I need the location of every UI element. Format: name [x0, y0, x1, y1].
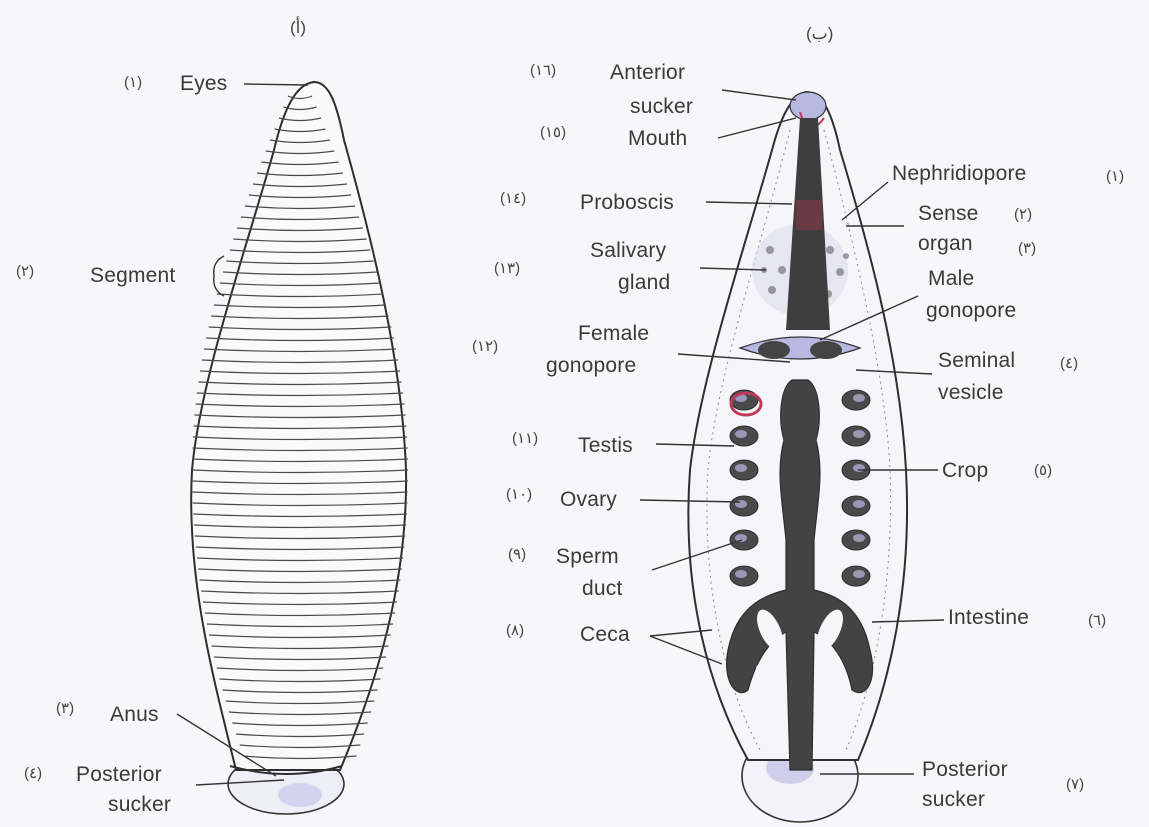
label-segment: Segment — [90, 264, 175, 287]
crop-pouch-highlight — [853, 570, 865, 578]
label-female-gonopore-1: Female — [578, 322, 649, 345]
label-posterior-sucker-right-1: Posterior — [922, 758, 1008, 781]
label-seminal-vesicle-2: vesicle — [938, 381, 1004, 404]
label-anterior-sucker-1: Anterior — [610, 61, 685, 84]
label-number-ceca: (٨) — [506, 622, 524, 640]
crop-pouch-highlight — [853, 464, 865, 472]
label-number-anterior-sucker: (١٦) — [530, 62, 556, 80]
label-proboscis: Proboscis — [580, 191, 674, 214]
label-posterior-sucker-left-1: Posterior — [76, 763, 162, 786]
crop-pouch-highlight — [853, 534, 865, 542]
crop-pouch-highlight — [853, 500, 865, 508]
label-salivary-gland-2: gland — [618, 271, 670, 294]
label-nephridiopore: Nephridiopore — [892, 162, 1027, 185]
label-number-ovary: (١٠) — [506, 486, 532, 504]
label-posterior-sucker-left-2: sucker — [108, 793, 171, 816]
label-anus: Anus — [110, 703, 159, 726]
label-number-proboscis: (١٤) — [500, 190, 526, 208]
label-anterior-sucker-2: sucker — [630, 95, 693, 118]
label-number-salivary-gland: (١٣) — [494, 260, 520, 278]
label-intestine: Intestine — [948, 606, 1029, 629]
crop-pouch-highlight — [735, 464, 747, 472]
label-male-gonopore-1: Male — [928, 267, 974, 290]
label-sperm-duct-2: duct — [582, 577, 623, 600]
label-sperm-duct-1: Sperm — [556, 545, 619, 568]
label-male-gonopore-2: gonopore — [926, 299, 1016, 322]
external-view — [177, 82, 408, 814]
label-testis: Testis — [578, 434, 633, 457]
crop-pouch-highlight — [735, 500, 747, 508]
label-number-posterior-sucker-left: (٤) — [24, 765, 42, 783]
label-number-mouth: (١٥) — [540, 124, 566, 142]
label-sense-organ-2: organ — [918, 232, 973, 255]
crop-pouch-highlight — [735, 570, 747, 578]
label-female-gonopore-2: gonopore — [546, 354, 636, 377]
label-ceca: Ceca — [580, 623, 630, 646]
label-number-female-gonopore: (١٢) — [472, 338, 498, 356]
label-number-testis: (١١) — [512, 430, 538, 448]
crop-pouch-highlight — [853, 430, 865, 438]
label-salivary-gland-1: Salivary — [590, 239, 666, 262]
label-crop: Crop — [942, 459, 988, 482]
label-number-sperm-duct: (٩) — [508, 546, 526, 564]
label-eyes: Eyes — [180, 72, 228, 95]
left-body-outline — [191, 82, 406, 770]
label-number-segment: (٢) — [16, 263, 34, 281]
internal-view — [640, 90, 944, 822]
panel-header-right: (ب) — [806, 24, 833, 44]
label-ovary: Ovary — [560, 488, 617, 511]
label-number-nephridiopore: (١) — [1106, 168, 1124, 186]
crop-pouch-highlight — [735, 430, 747, 438]
label-number-sense-organ-1: (٢) — [1014, 206, 1032, 224]
label-posterior-sucker-right-2: sucker — [922, 788, 985, 811]
label-number-sense-organ-2: (٣) — [1018, 240, 1036, 258]
label-number-seminal-vesicle: (٤) — [1060, 355, 1078, 373]
label-mouth: Mouth — [628, 127, 687, 150]
panel-header-left: (أ) — [290, 18, 306, 38]
label-sense-organ-1: Sense — [918, 202, 979, 225]
label-number-crop: (٥) — [1034, 462, 1052, 480]
label-number-intestine: (٦) — [1088, 612, 1106, 630]
label-number-anus: (٣) — [56, 700, 74, 718]
crop-pouch-highlight — [853, 394, 865, 402]
label-number-posterior-sucker-right: (٧) — [1066, 776, 1084, 794]
label-seminal-vesicle-1: Seminal — [938, 349, 1015, 372]
label-number-eyes: (١) — [124, 74, 142, 92]
